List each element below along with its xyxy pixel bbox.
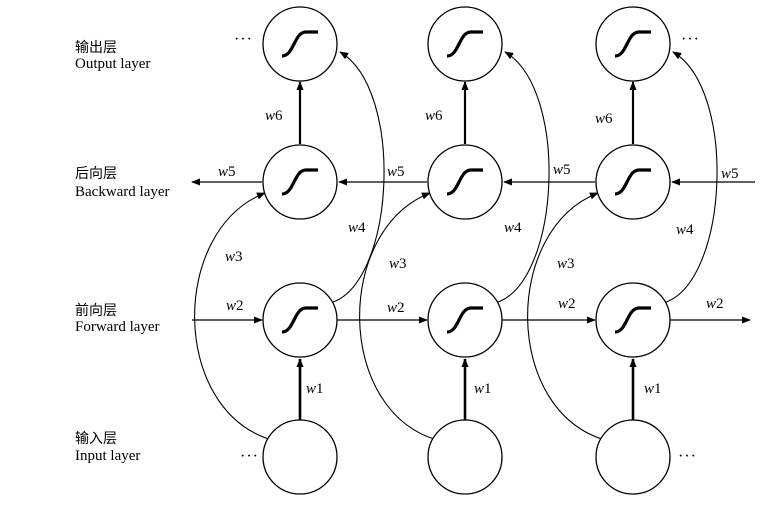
output-node xyxy=(595,6,671,82)
backward-node xyxy=(595,144,671,220)
forward-node xyxy=(595,282,671,358)
input-layer-label-zh: 输入层 xyxy=(75,432,117,447)
forward-nodes xyxy=(262,282,671,358)
weight-label-w3: w3 xyxy=(557,256,575,272)
backward-layer-label-en: Backward layer xyxy=(75,184,170,200)
backward-node xyxy=(262,144,338,220)
weight-label-w1: w1 xyxy=(474,381,492,397)
input-nodes xyxy=(262,419,671,495)
weight-label-w5: w5 xyxy=(721,166,739,182)
w3-curves xyxy=(194,192,606,441)
w4-curves xyxy=(329,51,718,304)
ellipsis: ··· xyxy=(678,448,697,465)
input-layer-label-en: Input layer xyxy=(75,448,141,464)
weight-label-w6: w6 xyxy=(425,108,443,124)
weight-label-w1: w1 xyxy=(306,381,324,397)
weight-label-w3: w3 xyxy=(225,249,243,265)
weight-label-w1: w1 xyxy=(644,381,662,397)
weight-label-w2: w2 xyxy=(387,300,405,316)
output-nodes xyxy=(262,6,671,82)
backward-layer-label-zh: 后向层 xyxy=(75,167,117,182)
forward-node xyxy=(427,282,503,358)
ellipsis: ··· xyxy=(681,31,700,48)
weight-label-w5: w5 xyxy=(218,164,236,180)
output-node xyxy=(427,6,503,82)
ellipsis: ··· xyxy=(234,31,253,48)
forward-layer-label-zh: 前向层 xyxy=(75,304,117,319)
weight-label-w2: w2 xyxy=(706,296,724,312)
input-node xyxy=(427,419,503,495)
input-node xyxy=(595,419,671,495)
weight-label-w5: w5 xyxy=(387,164,405,180)
weight-label-w6: w6 xyxy=(595,111,613,127)
vertical-connections xyxy=(296,81,637,420)
ellipsis: ··· xyxy=(240,448,259,465)
forward-node xyxy=(262,282,338,358)
weight-label-w2: w2 xyxy=(558,296,576,312)
backward-nodes xyxy=(262,144,671,220)
output-node xyxy=(262,6,338,82)
output-layer-label-en: Output layer xyxy=(75,56,151,72)
weight-label-w3: w3 xyxy=(389,256,407,272)
input-node xyxy=(262,419,338,495)
forward-layer-label-en: Forward layer xyxy=(75,319,160,335)
output-layer-label-zh: 输出层 xyxy=(75,41,117,56)
weight-label-w4: w4 xyxy=(504,220,522,236)
weight-label-w4: w4 xyxy=(348,220,366,236)
weight-label-w2: w2 xyxy=(226,298,244,314)
weight-label-w6: w6 xyxy=(265,108,283,124)
weight-label-w5: w5 xyxy=(553,162,571,178)
backward-node xyxy=(427,144,503,220)
weight-label-w4: w4 xyxy=(676,222,694,238)
